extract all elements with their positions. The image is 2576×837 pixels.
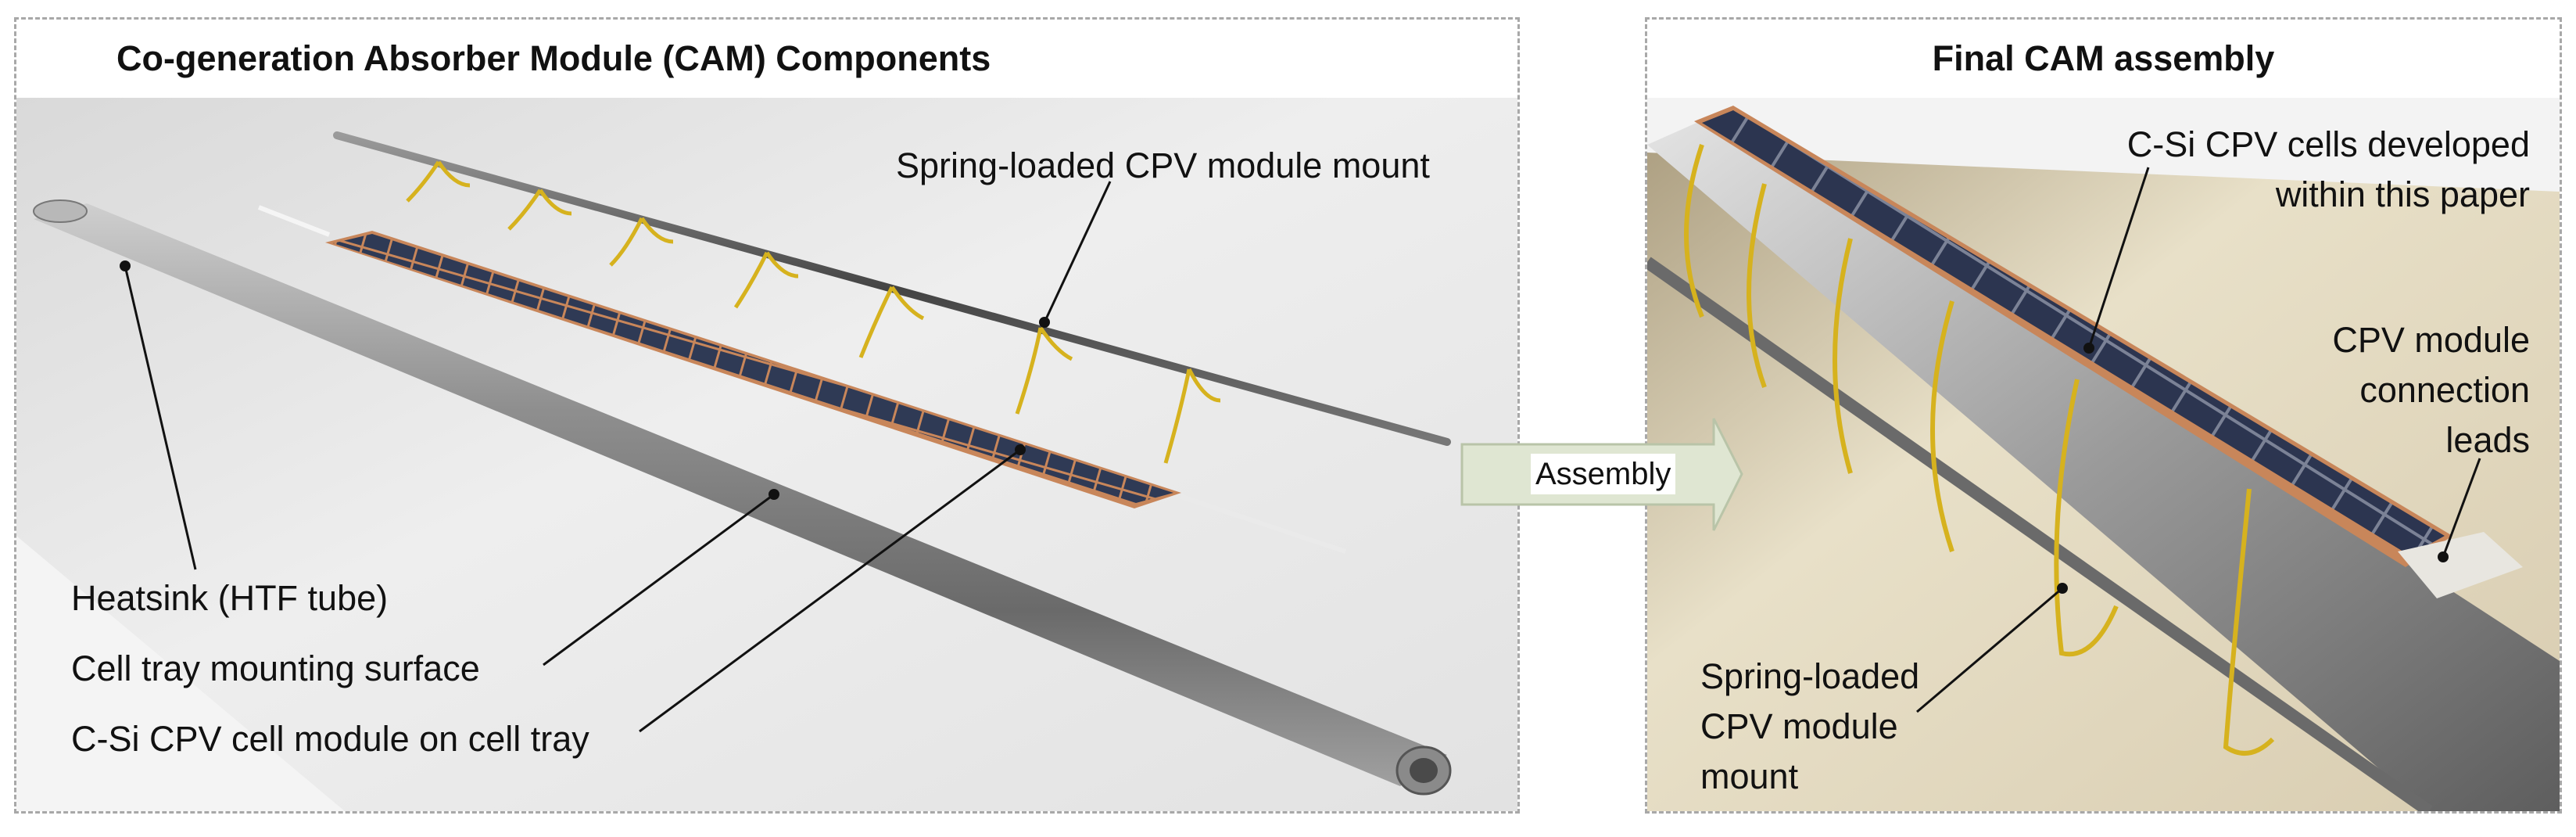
assembly-title-text: Final CAM assembly [1932,38,2275,78]
assembly-arrow-label: Assembly [1531,454,1676,494]
label-mount-line3: mount [1700,756,1799,796]
leader-cells [2087,167,2150,349]
label-spring-mount: Spring-loaded CPV module mount [896,145,1430,185]
components-panel-title: Co-generation Absorber Module (CAM) Comp… [16,20,1517,98]
assembly-panel-title: Final CAM assembly [1647,20,2560,98]
label-heatsink: Heatsink (HTF tube) [71,578,389,618]
assembly-photo-illustration [1647,98,2560,811]
leader-mount [1916,587,2063,713]
label-leads-line2: connection [2359,370,2530,410]
assembly-photo [1647,98,2560,811]
leader-heatsink [124,265,197,570]
label-mount-line1: Spring-loaded [1700,656,1920,696]
leader-cell-tray [543,493,775,666]
leader-dot-cell-module [1015,444,1026,455]
components-photo-illustration [16,98,1517,811]
leader-dot-leads [2438,551,2449,562]
leader-dot-cell-tray [769,489,779,500]
leader-dot-spring-mount [1039,317,1050,328]
leader-dot-heatsink [120,260,131,271]
label-cells-line1: C-Si CPV cells developed [2126,124,2530,164]
leader-leads [2442,458,2481,558]
assembly-panel: Final CAM assembly [1645,17,2562,814]
label-cell-tray: Cell tray mounting surface [71,648,480,688]
components-photo [16,98,1517,811]
leader-dot-cells [2083,343,2094,354]
components-panel: Co-generation Absorber Module (CAM) Comp… [14,17,1520,814]
leader-cell-module [639,448,1021,733]
label-leads-line3: leads [2445,420,2530,460]
label-cell-module: C-Si CPV cell module on cell tray [71,719,589,759]
label-mount-line2: CPV module [1700,706,1898,746]
components-title-text: Co-generation Absorber Module (CAM) Comp… [116,38,991,78]
label-leads-line1: CPV module [2332,320,2530,360]
leader-dot-mount [2057,583,2068,594]
label-cells-line2: within this paper [2275,174,2530,214]
leader-spring-mount [1043,181,1112,323]
